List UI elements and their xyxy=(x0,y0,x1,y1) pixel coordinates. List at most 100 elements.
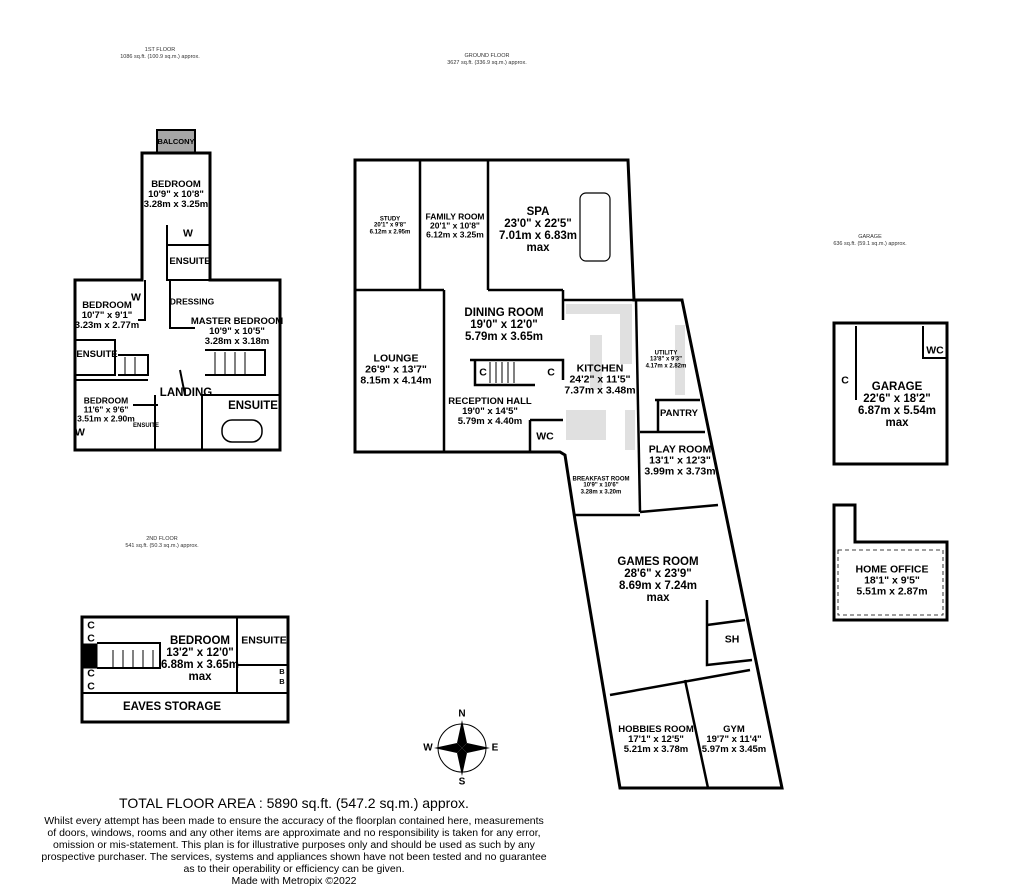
cupboard-label: C xyxy=(479,366,487,379)
disclaimer-line: omission or mis-statement. This plan is … xyxy=(53,839,535,851)
room-imperial: 10'7" x 9'1" xyxy=(81,310,133,322)
home-office-eaves-line xyxy=(837,549,944,616)
cupboard-label: C xyxy=(841,374,849,387)
room-metric: 5.97m x 3.45m xyxy=(701,743,767,755)
total-floor-area: TOTAL FLOOR AREA : 5890 sq.ft. (547.2 sq… xyxy=(119,795,469,811)
room-imperial: 20'1" x 9'8" xyxy=(374,222,406,229)
floor-area: 636 sq.ft. (59.1 sq.m.) approx. xyxy=(833,240,907,247)
kitchen-fittings xyxy=(566,304,685,450)
wc-label: WC xyxy=(926,344,944,357)
floor-title: GARAGE xyxy=(858,234,882,240)
room-metric: 5.51m x 2.87m xyxy=(856,585,928,598)
room-name: BEDROOM xyxy=(82,300,132,312)
dressing-label: DRESSING xyxy=(169,296,215,307)
room-imperial: 17'1" x 12'5" xyxy=(628,734,684,746)
room-name: FAMILY ROOM xyxy=(425,211,485,222)
room-imperial: 18'1" x 9'5" xyxy=(864,574,920,587)
made-with-credit: Made with Metropix ©2022 xyxy=(231,875,357,887)
room-metric: 5.21m x 3.78m xyxy=(623,743,689,755)
landing-label: LANDING xyxy=(159,386,213,399)
disclaimer-line: of doors, windows, rooms and any other i… xyxy=(47,827,541,839)
room-imperial: 13'8" x 9'3" xyxy=(650,356,682,363)
room-metric: 3.28m x 3.18m xyxy=(204,335,270,347)
room-metric: 8.15m x 4.14m xyxy=(360,374,432,387)
ground-floor-walls xyxy=(355,160,753,789)
room-imperial: 28'6" x 23'9" xyxy=(624,567,692,580)
room-name: BEDROOM xyxy=(83,395,129,406)
room-imperial: 19'0" x 14'5" xyxy=(462,406,518,418)
room-imperial: 10'9" x 10'6" xyxy=(583,482,619,489)
room-name: LOUNGE xyxy=(373,352,419,365)
room-name: BEDROOM xyxy=(169,634,231,647)
second-floor-stair-block xyxy=(82,643,98,669)
spa-pool xyxy=(579,192,611,262)
stairs xyxy=(112,352,515,667)
room-metric: 3.51m x 2.90m xyxy=(77,413,135,424)
eaves-storage-label: EAVES STORAGE xyxy=(123,700,221,713)
room-name: DINING ROOM xyxy=(464,306,544,319)
floor-area: 1086 sq.ft. (100.9 sq.m.) approx. xyxy=(120,53,200,60)
ensuite-label: ENSUITE xyxy=(76,349,118,361)
room-imperial: 10'9" x 10'5" xyxy=(209,326,265,338)
disclaimer-line: Whilst every attempt has been made to en… xyxy=(44,815,544,827)
disclaimer-line: as to their operability or efficiency ca… xyxy=(183,863,405,875)
boiler-label: B xyxy=(279,677,285,687)
room-metric: 7.01m x 6.83m xyxy=(498,230,578,242)
cupboard-label: C xyxy=(87,632,95,645)
room-metric: 5.79m x 3.65m xyxy=(464,331,544,344)
room-imperial: 20'1" x 10'8" xyxy=(430,220,480,231)
room-metric: 3.99m x 3.73m xyxy=(644,465,716,478)
room-note: max xyxy=(526,242,550,255)
room-imperial: 22'6" x 18'2" xyxy=(863,392,931,405)
compass-icon xyxy=(434,720,490,776)
ensuite-label: ENSUITE xyxy=(169,256,211,268)
room-imperial: 24'2" x 11'5" xyxy=(569,373,631,386)
floor-title: 2ND FLOOR xyxy=(146,536,178,542)
cupboard-label: C xyxy=(87,667,95,680)
first-floor-outline xyxy=(73,151,282,452)
boiler-label: B xyxy=(279,667,285,677)
room-metric: 3.28m x 3.25m xyxy=(143,198,209,210)
garage-outline xyxy=(832,321,949,466)
room-metric: 6.12m x 3.25m xyxy=(426,229,484,240)
wardrobe-label: W xyxy=(131,291,141,304)
wardrobe-label: W xyxy=(75,426,85,439)
room-name: HOME OFFICE xyxy=(855,563,929,576)
second-floor-walls xyxy=(82,617,288,694)
cupboard-label: C xyxy=(87,680,95,693)
second-floor-outline xyxy=(80,615,290,724)
compass-west: W xyxy=(423,742,433,754)
compass-east: E xyxy=(491,742,499,754)
ground-floor-outline xyxy=(353,158,784,790)
room-note: max xyxy=(646,592,670,605)
room-name: MASTER BEDROOM xyxy=(190,316,284,328)
room-metric: 7.37m x 3.48m xyxy=(564,384,636,397)
room-name: KITCHEN xyxy=(576,362,624,375)
room-name: GARAGE xyxy=(871,380,923,393)
room-metric: 5.79m x 4.40m xyxy=(457,415,523,427)
room-name: SPA xyxy=(526,205,550,218)
shower-label: SH xyxy=(724,633,740,646)
room-imperial: 19'0" x 12'0" xyxy=(470,318,538,331)
wc-label: WC xyxy=(536,430,554,443)
room-name: GYM xyxy=(723,724,745,736)
